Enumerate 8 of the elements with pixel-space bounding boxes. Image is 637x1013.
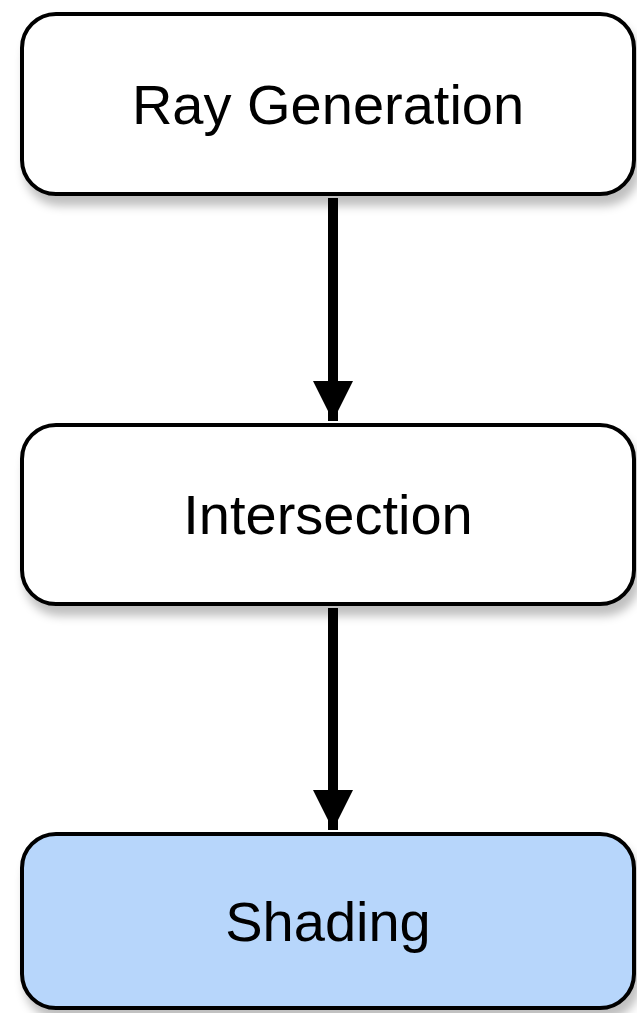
box-label: Intersection bbox=[183, 482, 473, 547]
arrow bbox=[313, 198, 353, 421]
arrow bbox=[313, 608, 353, 830]
box-label: Ray Generation bbox=[131, 71, 525, 137]
process-box bbox=[20, 423, 636, 606]
box-label: Shading bbox=[225, 888, 431, 954]
process-box bbox=[20, 832, 636, 1010]
process-box bbox=[20, 12, 636, 196]
